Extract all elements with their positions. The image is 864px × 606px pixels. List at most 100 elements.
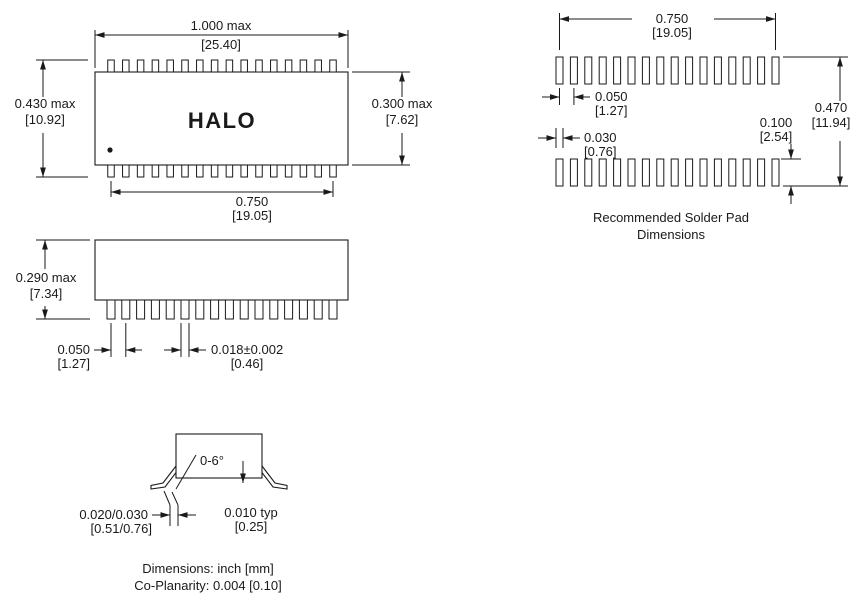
pin bbox=[151, 59, 160, 73]
pin bbox=[121, 299, 131, 320]
solder-pad bbox=[613, 158, 622, 187]
side-view: 0.290 max [7.34] 0.050 [1.27] 0.018±0.00… bbox=[16, 239, 349, 371]
top-view: HALO 1.000 max [25.40] 0.430 max [10.92]… bbox=[15, 18, 433, 223]
pin bbox=[255, 164, 263, 178]
pin bbox=[122, 164, 130, 178]
solder-pad-dimension-lines bbox=[538, 13, 848, 204]
solder-pad bbox=[757, 56, 766, 85]
pin bbox=[225, 164, 234, 178]
dim-pad-span-in: 0.750 bbox=[656, 11, 689, 26]
end-view: 0-6° 0.010 typ [0.25] 0.020/0.030 [0.51/… bbox=[79, 433, 288, 536]
solder-pad bbox=[742, 158, 751, 187]
pin bbox=[224, 299, 234, 320]
dim-pad-width-in: 0.030 bbox=[584, 130, 617, 145]
dim-lead-angle: 0-6° bbox=[200, 453, 224, 468]
pin bbox=[298, 299, 308, 320]
solder-pad bbox=[699, 158, 708, 187]
top-view-pins-bottom bbox=[107, 164, 337, 178]
dim-pin-span-mm: [19.05] bbox=[232, 208, 272, 223]
solder-pad bbox=[713, 56, 722, 85]
solder-pad bbox=[771, 56, 780, 85]
pin bbox=[122, 59, 130, 73]
pin bbox=[150, 299, 160, 320]
pin bbox=[196, 59, 204, 73]
dim-overall-width-in: 1.000 max bbox=[191, 18, 252, 33]
pin bbox=[270, 59, 278, 73]
dim-pad-overall-mm: [11.94] bbox=[812, 115, 851, 130]
pin bbox=[165, 299, 175, 320]
pin bbox=[151, 164, 160, 178]
pin bbox=[254, 299, 264, 320]
pin bbox=[166, 59, 174, 73]
end-view-body bbox=[175, 433, 263, 479]
footer-notes: Dimensions: inch [mm] Co-Planarity: 0.00… bbox=[134, 561, 281, 593]
solder-pad bbox=[627, 56, 636, 85]
solder-pad bbox=[685, 158, 694, 187]
solder-pad bbox=[569, 56, 578, 85]
solder-pad bbox=[713, 158, 722, 187]
dimensions-note: Dimensions: inch [mm] bbox=[142, 561, 273, 576]
pin bbox=[299, 164, 308, 178]
coplanarity-note: Co-Planarity: 0.004 [0.10] bbox=[134, 578, 281, 593]
pin bbox=[314, 59, 322, 73]
top-view-dimension-lines bbox=[36, 30, 410, 197]
dim-standoff-in: 0.020/0.030 bbox=[79, 507, 148, 522]
dim-overall-width-mm: [25.40] bbox=[201, 37, 241, 52]
end-view-left-lead bbox=[150, 465, 179, 490]
solder-pad bbox=[627, 158, 636, 187]
solder-pad bbox=[584, 56, 593, 85]
pin bbox=[270, 164, 278, 178]
pin bbox=[136, 164, 145, 178]
solder-pad-caption-line2: Dimensions bbox=[637, 227, 705, 242]
pin bbox=[329, 164, 337, 178]
dim-lead-width-in: 0.018±0.002 bbox=[211, 342, 283, 357]
pin bbox=[255, 59, 263, 73]
dim-body-width-mm: [7.62] bbox=[386, 112, 419, 127]
dim-pad-width-mm: [0.76] bbox=[584, 144, 617, 159]
solder-pad bbox=[641, 158, 650, 187]
dim-body-width-in: 0.300 max bbox=[372, 96, 433, 111]
pin bbox=[314, 164, 322, 178]
solder-pad bbox=[757, 158, 766, 187]
solder-pads-bottom-row bbox=[555, 158, 780, 187]
pin bbox=[210, 164, 219, 178]
dim-pad-span-mm: [19.05] bbox=[652, 25, 692, 40]
pin bbox=[107, 164, 115, 178]
dim-lead-thickness-in: 0.010 typ bbox=[224, 505, 278, 520]
solder-pads-top-row bbox=[555, 56, 780, 85]
dim-pitch-in: 0.050 bbox=[57, 342, 90, 357]
dim-pad-pitch-mm: [1.27] bbox=[595, 103, 628, 118]
dim-pin-span-in: 0.750 bbox=[236, 194, 269, 209]
top-view-body bbox=[94, 71, 349, 166]
dim-overall-length-mm: [10.92] bbox=[25, 112, 65, 127]
top-view-pins-top bbox=[107, 59, 337, 73]
solder-pad bbox=[656, 158, 665, 187]
dim-lead-width-mm: [0.46] bbox=[231, 356, 264, 371]
pin bbox=[239, 299, 249, 320]
dim-pad-length-mm: [2.54] bbox=[760, 129, 793, 144]
side-view-dimension-lines bbox=[36, 239, 206, 357]
solder-pad bbox=[656, 56, 665, 85]
solder-pad bbox=[728, 158, 737, 187]
side-view-pins bbox=[106, 299, 338, 320]
solder-pad bbox=[555, 158, 564, 187]
solder-pad bbox=[598, 158, 607, 187]
pin bbox=[313, 299, 323, 320]
part-logo: HALO bbox=[188, 108, 256, 133]
dim-pad-length-in: 0.100 bbox=[760, 115, 793, 130]
pin bbox=[240, 164, 248, 178]
end-view-dimension-lines bbox=[152, 454, 246, 526]
pin bbox=[284, 299, 294, 320]
pin bbox=[299, 59, 308, 73]
dim-pad-overall-in: 0.470 bbox=[815, 100, 848, 115]
dim-pad-pitch-in: 0.050 bbox=[595, 89, 628, 104]
solder-pad bbox=[569, 158, 578, 187]
solder-pad bbox=[742, 56, 751, 85]
dim-height-mm: [7.34] bbox=[30, 286, 63, 301]
pin1-indicator-dot bbox=[107, 147, 113, 153]
solder-pad bbox=[613, 56, 622, 85]
pin bbox=[180, 299, 190, 320]
pin bbox=[196, 164, 204, 178]
pin bbox=[210, 59, 219, 73]
